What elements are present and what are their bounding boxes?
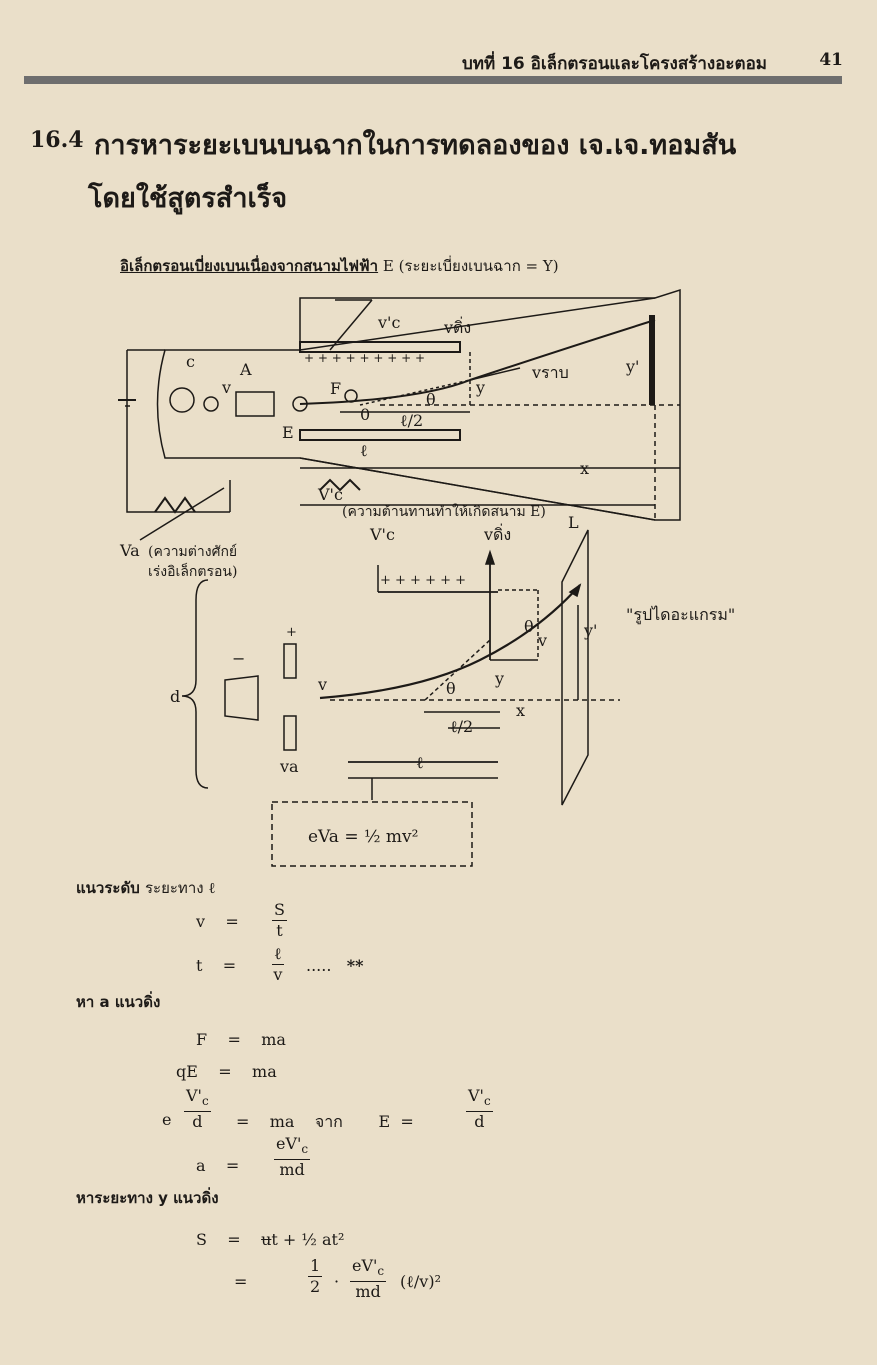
energy-equation-box (271, 801, 473, 867)
label-v: v (221, 378, 231, 397)
label-L: L (568, 513, 579, 532)
label-F: F (330, 379, 341, 398)
label-c: c (186, 352, 195, 371)
screen-plane (561, 529, 589, 806)
crt-tube-outline (156, 288, 681, 521)
label2-v-right: v (537, 631, 547, 650)
label2-half-l: ℓ/2 (450, 717, 473, 736)
schematic-electron-path (319, 584, 581, 700)
label-va-note1: (ความต่างศักย์ (148, 543, 237, 560)
label-A: A (239, 360, 252, 379)
label2-plus-row: + + + + + + (380, 573, 466, 588)
d-brace (181, 579, 209, 789)
label-vding: vดิ่ง (443, 316, 471, 337)
label2-vding: vดิ่ง (483, 523, 511, 544)
v-equation-lhs: v = (196, 912, 239, 931)
label-va: Va (119, 541, 140, 560)
plate-plus-row: + + + + + + + + + (304, 351, 425, 365)
upper-deflection-plate (299, 341, 461, 353)
t-equation-lhs: t = (196, 956, 237, 975)
qE-equation: qE = ma (176, 1062, 277, 1081)
anode-cylinder (235, 391, 275, 417)
label2-v-left: v (317, 675, 327, 694)
label2-x: x (516, 701, 525, 720)
find-y-label: หาระยะทาง y แนวดิ่ง (76, 1189, 219, 1207)
subheading: อิเล็กตรอนเบี่ยงเบนเนื่องจากสนามไฟฟ้า E … (120, 254, 559, 278)
label2-caption: "รูปไดอะแกรม" (626, 605, 735, 625)
lower-deflection-plate (299, 429, 461, 441)
S-equation-2-eq: = (234, 1272, 248, 1291)
label2-minus: − (232, 649, 245, 668)
anode-lower (283, 715, 297, 751)
label-va-note2: เร่งอิเล็กตรอน) (148, 562, 237, 580)
label-y: y (475, 378, 485, 397)
anode-plus (283, 643, 297, 679)
label-vc-bottom: V'c (317, 485, 343, 504)
section-number: 16.4 (30, 127, 84, 153)
e-equation-e: e (162, 1110, 172, 1129)
cathode-coil (169, 387, 195, 413)
label2-d: d (170, 687, 180, 706)
page-header: บทที่ 16 อิเล็กตรอนและโครงสร้างอะตอม 41 (0, 48, 877, 74)
label-vc-note: (ความต้านทานทำให้เกิดสนาม E) (342, 503, 546, 520)
label-O: 0 (360, 405, 370, 424)
label-E: E (282, 423, 294, 442)
F-equation: F = ma (196, 1030, 286, 1049)
cathode-shape (224, 675, 259, 721)
subheading-rest: E (ระยะเบี่ยงเบนฉาก = Y) (382, 257, 559, 275)
label-vc-top: v'c (377, 313, 400, 332)
label-theta: θ (426, 390, 436, 409)
label2-va: va (279, 757, 299, 776)
label2-vc: V'c (369, 525, 395, 544)
find-a-label: หา a แนวดิ่ง (76, 993, 161, 1011)
page-number: 41 (819, 50, 843, 70)
label-yp: y' (625, 357, 639, 376)
S-lv: (ℓ/v)² (400, 1272, 441, 1291)
label2-theta: θ (446, 679, 456, 698)
label-half-l: ℓ/2 (400, 411, 423, 430)
t-equation-dots: ..... ** (306, 956, 364, 975)
label-l: ℓ (360, 441, 368, 460)
horiz-label: แนวระดับ ระยะทาง ℓ (76, 879, 216, 897)
label2-y: y (494, 669, 504, 688)
subheading-underlined: อิเล็กตรอนเบี่ยงเบนเนื่องจากสนามไฟฟ้า (120, 257, 379, 275)
label2-energy-eq: eVa = ½ mv² (308, 827, 418, 847)
section-title-line2: โดยใช้สูตรสำเร็จ (88, 183, 288, 214)
label2-plus: + (286, 625, 297, 640)
label-vrab: vราบ (531, 363, 569, 382)
label2-yp: y' (583, 621, 597, 640)
chapter-title: บทที่ 16 อิเล็กตรอนและโครงสร้างอะตอม (461, 54, 767, 74)
crt-apparatus-diagram: c v A F 0 E v'c vดิ่ง vราบ y y' θ ℓ/2 ℓ … (118, 288, 735, 867)
S-dot: · (334, 1272, 340, 1291)
label2-theta-top: θ (524, 617, 534, 636)
label-x: x (580, 459, 589, 478)
e-equation-rhs: = ma จาก E = (236, 1112, 414, 1131)
section-title-line1: การหาระยะเบนบนฉากในการทดลองของ เจ.เจ.ทอม… (94, 130, 737, 161)
label2-l: ℓ (416, 753, 424, 772)
a-equation-lhs: a = (196, 1156, 240, 1175)
header-rule (24, 76, 842, 84)
S-equation: S = ut + ½ at² (196, 1230, 345, 1249)
schematic-diagram (181, 529, 620, 867)
